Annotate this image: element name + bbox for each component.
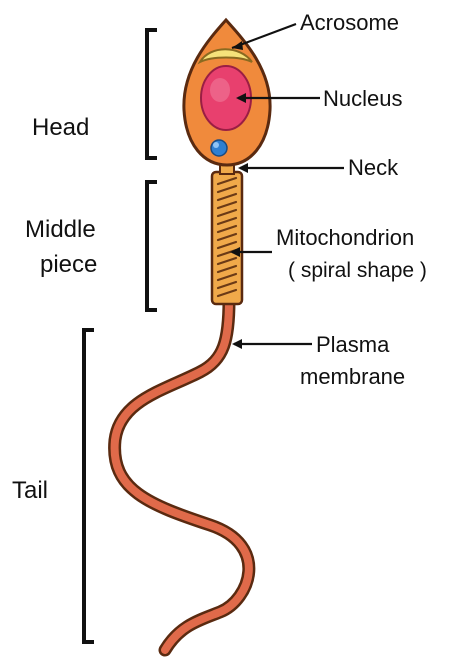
label-tail: Tail xyxy=(12,477,48,504)
centriole xyxy=(211,140,227,156)
middle-piece xyxy=(212,172,242,304)
label-plasma-line2: membrane xyxy=(300,364,405,389)
label-acrosome: Acrosome xyxy=(300,10,399,35)
label-plasma-line1: Plasma xyxy=(316,332,390,357)
tail xyxy=(115,300,249,650)
tail-bracket xyxy=(84,330,92,642)
label-middle-line1: Middle xyxy=(25,216,96,243)
label-mitochondrion: Mitochondrion xyxy=(276,225,414,250)
label-head: Head xyxy=(32,114,89,141)
label-nucleus: Nucleus xyxy=(323,86,402,111)
head-bracket xyxy=(147,30,155,158)
head xyxy=(184,20,270,165)
label-neck: Neck xyxy=(348,155,399,180)
label-mitochondrion-note: ( spiral shape ) xyxy=(288,259,427,282)
middle-piece-bracket xyxy=(147,182,155,310)
label-middle-line2: piece xyxy=(40,251,97,278)
